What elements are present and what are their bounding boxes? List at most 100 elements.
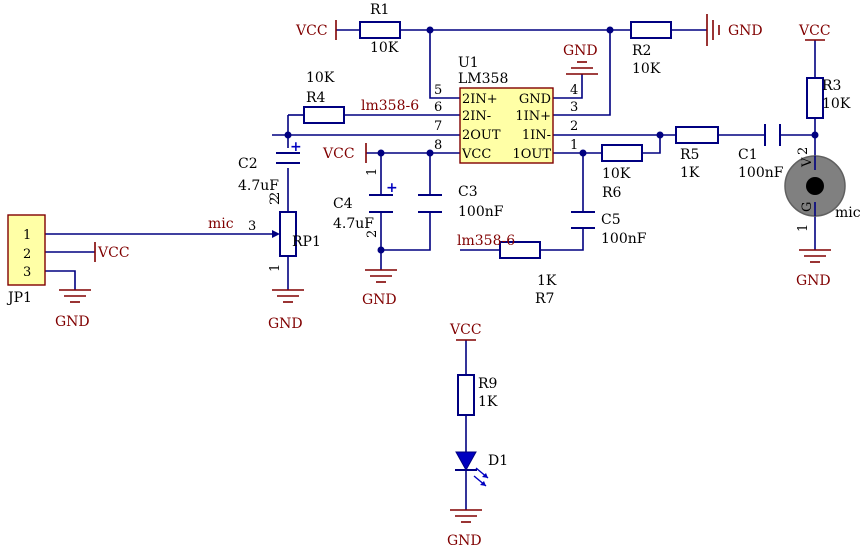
mic-ref: mic	[835, 205, 861, 221]
vcc-symbol-r3: VCC	[798, 23, 831, 41]
c2-value: 4.7uF	[238, 178, 279, 194]
vcc-label-r3: VCC	[798, 23, 831, 39]
net-mic-label: mic	[208, 216, 234, 232]
vcc-label-jp1: VCC	[97, 245, 130, 261]
mic-mark-g: G	[800, 202, 815, 212]
d1-ref: D1	[488, 453, 508, 469]
gnd-label-mic: GND	[796, 273, 831, 289]
u1-pin7-name: 2OUT	[462, 128, 501, 143]
r6-ref: R6	[602, 185, 622, 201]
vcc-symbol-jp1: VCC	[94, 242, 130, 262]
r5-value: 1K	[680, 165, 700, 181]
u1-pin5-num: 5	[434, 83, 442, 98]
r3-value: 10K	[822, 96, 851, 112]
c4-pin1-num: 1	[365, 168, 380, 176]
c2-pin-num: 2	[268, 192, 283, 200]
r3-ref: R3	[822, 78, 841, 94]
vcc-label-r1: VCC	[295, 23, 328, 39]
r3-resistor: R3 10K	[806, 77, 851, 119]
mic-pin-top: 2	[796, 147, 811, 155]
gnd-symbol-jp1: GND	[55, 289, 91, 330]
r2-ref: R2	[632, 43, 651, 59]
r4-ref: R4	[306, 90, 326, 106]
r2-value: 10K	[632, 61, 661, 77]
r6-value: 10K	[602, 166, 631, 182]
r7-ref: R7	[535, 291, 554, 307]
rp1-bottom-pin: 1	[268, 264, 283, 272]
u1-pin1-num: 1	[570, 138, 578, 153]
mic-mark-v: V	[800, 157, 815, 168]
rp1-potentiometer: RP1 3 2 1	[248, 197, 321, 272]
u1-ref: U1	[458, 55, 479, 71]
r9-value: 1K	[478, 394, 498, 410]
r1-resistor: R1 10K	[359, 2, 401, 56]
rp1-ref: RP1	[292, 234, 321, 250]
u1-pin5-name: 2IN+	[462, 92, 498, 107]
d1-led: D1	[455, 451, 508, 487]
gnd-label-r2: GND	[728, 23, 763, 39]
gnd-label-rp1: GND	[268, 316, 303, 332]
jp1-pin1: 1	[23, 228, 31, 243]
c5-capacitor: C5 100nF	[571, 211, 647, 247]
r4-value: 10K	[306, 70, 335, 86]
u1-pin8-name: VCC	[461, 147, 491, 162]
c1-ref: C1	[738, 147, 758, 163]
mic-pin-bottom: 1	[796, 224, 811, 232]
u1-part: LM358	[458, 71, 508, 87]
u1-pin2-name: 1IN-	[522, 128, 551, 143]
jp1-connector: 1 2 3 JP1	[6, 214, 46, 306]
c1-value: 100nF	[738, 165, 784, 181]
vcc-symbol-r1: VCC	[295, 20, 337, 40]
c3-capacitor: C3 100nF	[418, 184, 504, 220]
net-labels: mic lm358-6 lm358-6	[208, 98, 515, 249]
vcc-label-u1: VCC	[322, 146, 355, 162]
gnd-label-d1: GND	[447, 533, 482, 549]
vcc-symbol-r9: VCC	[449, 322, 482, 341]
junctions	[284, 26, 819, 254]
r7-value: 1K	[537, 273, 557, 289]
gnd-symbol-u1: GND	[563, 43, 598, 75]
r5-resistor: R5 1K	[675, 126, 719, 181]
jp1-pin2: 2	[23, 247, 31, 262]
gnd-symbol-mic: GND	[796, 249, 831, 289]
r2-resistor: R2 10K	[630, 21, 672, 77]
c4-capacitor: + C4 4.7uF 1 2	[333, 168, 398, 238]
c5-value: 100nF	[601, 231, 647, 247]
rp1-top-pin: 2	[268, 197, 283, 205]
c4-polarity: +	[386, 180, 398, 196]
c2-capacitor: + C2 4.7uF 2	[238, 139, 302, 200]
rp1-wiper-pin: 3	[248, 219, 256, 234]
c4-value: 4.7uF	[333, 216, 374, 232]
gnd-label-u1: GND	[563, 43, 598, 59]
c3-value: 100nF	[458, 204, 504, 220]
r1-value: 10K	[370, 40, 399, 56]
u1-pin3-name: 1IN+	[515, 109, 551, 124]
mic-component: V G 2 1 mic	[784, 147, 861, 232]
c5-ref: C5	[601, 212, 621, 228]
u1-pin6-name: 2IN-	[462, 109, 491, 124]
net-lm358-6-label-top: lm358-6	[361, 98, 419, 114]
gnd-symbol-c4: GND	[362, 269, 397, 308]
r4-resistor: 10K R4	[303, 70, 345, 124]
jp1-ref: JP1	[6, 290, 32, 306]
u1-pin8-num: 8	[434, 138, 442, 153]
r5-ref: R5	[680, 147, 699, 163]
u1-pin1-name: 1OUT	[512, 147, 551, 162]
c2-polarity: +	[290, 139, 302, 155]
gnd-label-c4: GND	[362, 292, 397, 308]
c4-pin2-num: 2	[365, 230, 380, 238]
r1-ref: R1	[370, 2, 389, 18]
c1-capacitor: C1 100nF	[738, 124, 784, 181]
u1-pin2-num: 2	[570, 119, 578, 134]
vcc-symbol-u1: VCC	[322, 143, 367, 163]
gnd-symbol-d1: GND	[447, 509, 482, 549]
c2-ref: C2	[238, 156, 258, 172]
r7-resistor: 1K R7	[499, 241, 557, 307]
u1-pin4-name: GND	[519, 92, 551, 107]
c3-ref: C3	[458, 184, 478, 200]
u1-pin4-num: 4	[570, 83, 578, 98]
c4-ref: C4	[333, 196, 353, 212]
u1-pin3-num: 3	[570, 100, 578, 115]
vcc-label-r9: VCC	[449, 322, 482, 338]
